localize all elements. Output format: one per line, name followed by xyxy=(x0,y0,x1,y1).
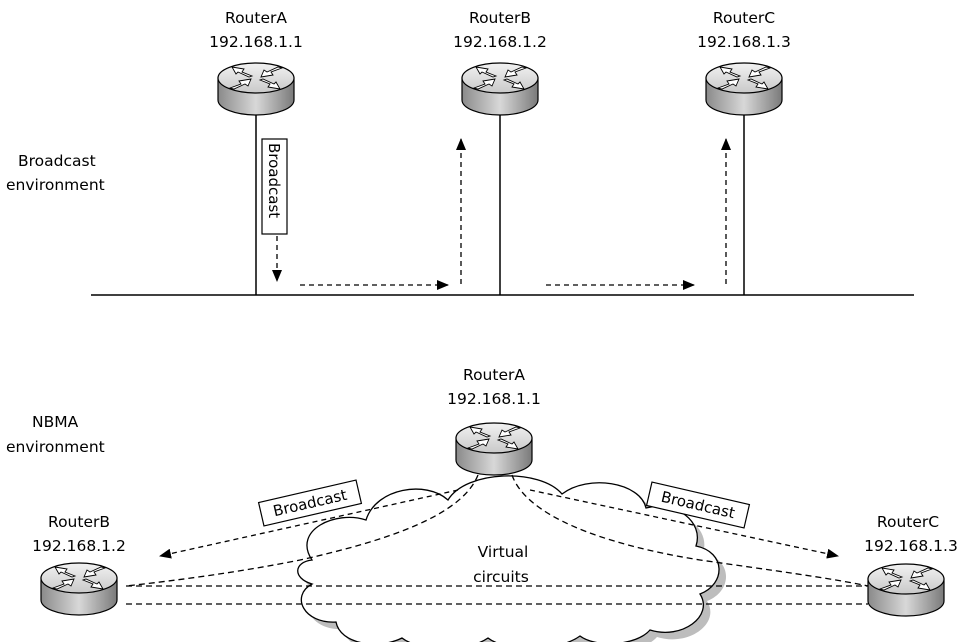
top-router-b-ip: 192.168.1.2 xyxy=(453,33,547,51)
top-router-c-ip: 192.168.1.3 xyxy=(697,33,791,51)
top-router-a-name: RouterA xyxy=(225,9,287,27)
nbma-env-label-line1: NBMA xyxy=(32,413,79,431)
nbma-broadcast-arrow-to-b xyxy=(159,489,459,559)
virtual-circuits-cloud xyxy=(297,475,720,642)
nbma-broadcast-label-right-group: Broadcast xyxy=(645,481,751,529)
virtual-circuit-a-c xyxy=(511,474,869,587)
bottom-router-b-icon xyxy=(40,562,118,616)
broadcast-env-label-line2: environment xyxy=(6,176,105,194)
top-router-a-icon xyxy=(217,62,295,116)
top-router-b-name: RouterB xyxy=(469,9,531,27)
top-broadcast-label-box xyxy=(261,138,288,235)
bottom-router-a-ip: 192.168.1.1 xyxy=(447,390,541,408)
broadcast-env-label-line1: Broadcast xyxy=(18,152,96,170)
virtual-circuit-a-b xyxy=(125,474,479,587)
top-router-a-ip: 192.168.1.1 xyxy=(209,33,303,51)
bottom-router-a-name: RouterA xyxy=(463,366,525,384)
bottom-router-c-icon xyxy=(867,563,945,617)
top-broadcast-label: Broadcast xyxy=(265,143,283,218)
nbma-broadcast-label-left-box xyxy=(257,479,363,527)
top-router-c-name: RouterC xyxy=(713,9,775,27)
top-router-c-icon xyxy=(705,62,783,116)
top-router-b-icon xyxy=(461,62,539,116)
nbma-broadcast-arrow-to-c xyxy=(529,489,839,559)
bottom-router-c-ip: 192.168.1.3 xyxy=(864,537,958,555)
bottom-router-a-icon xyxy=(455,422,533,476)
cloud-label-line1: Virtual xyxy=(478,543,529,561)
cloud-label-line2: circuits xyxy=(473,568,529,586)
nbma-broadcast-label-right-box xyxy=(645,481,751,529)
bottom-router-b-ip: 192.168.1.2 xyxy=(32,537,126,555)
bottom-router-b-name: RouterB xyxy=(48,513,110,531)
bottom-router-c-name: RouterC xyxy=(877,513,939,531)
nbma-env-label-line2: environment xyxy=(6,438,105,456)
